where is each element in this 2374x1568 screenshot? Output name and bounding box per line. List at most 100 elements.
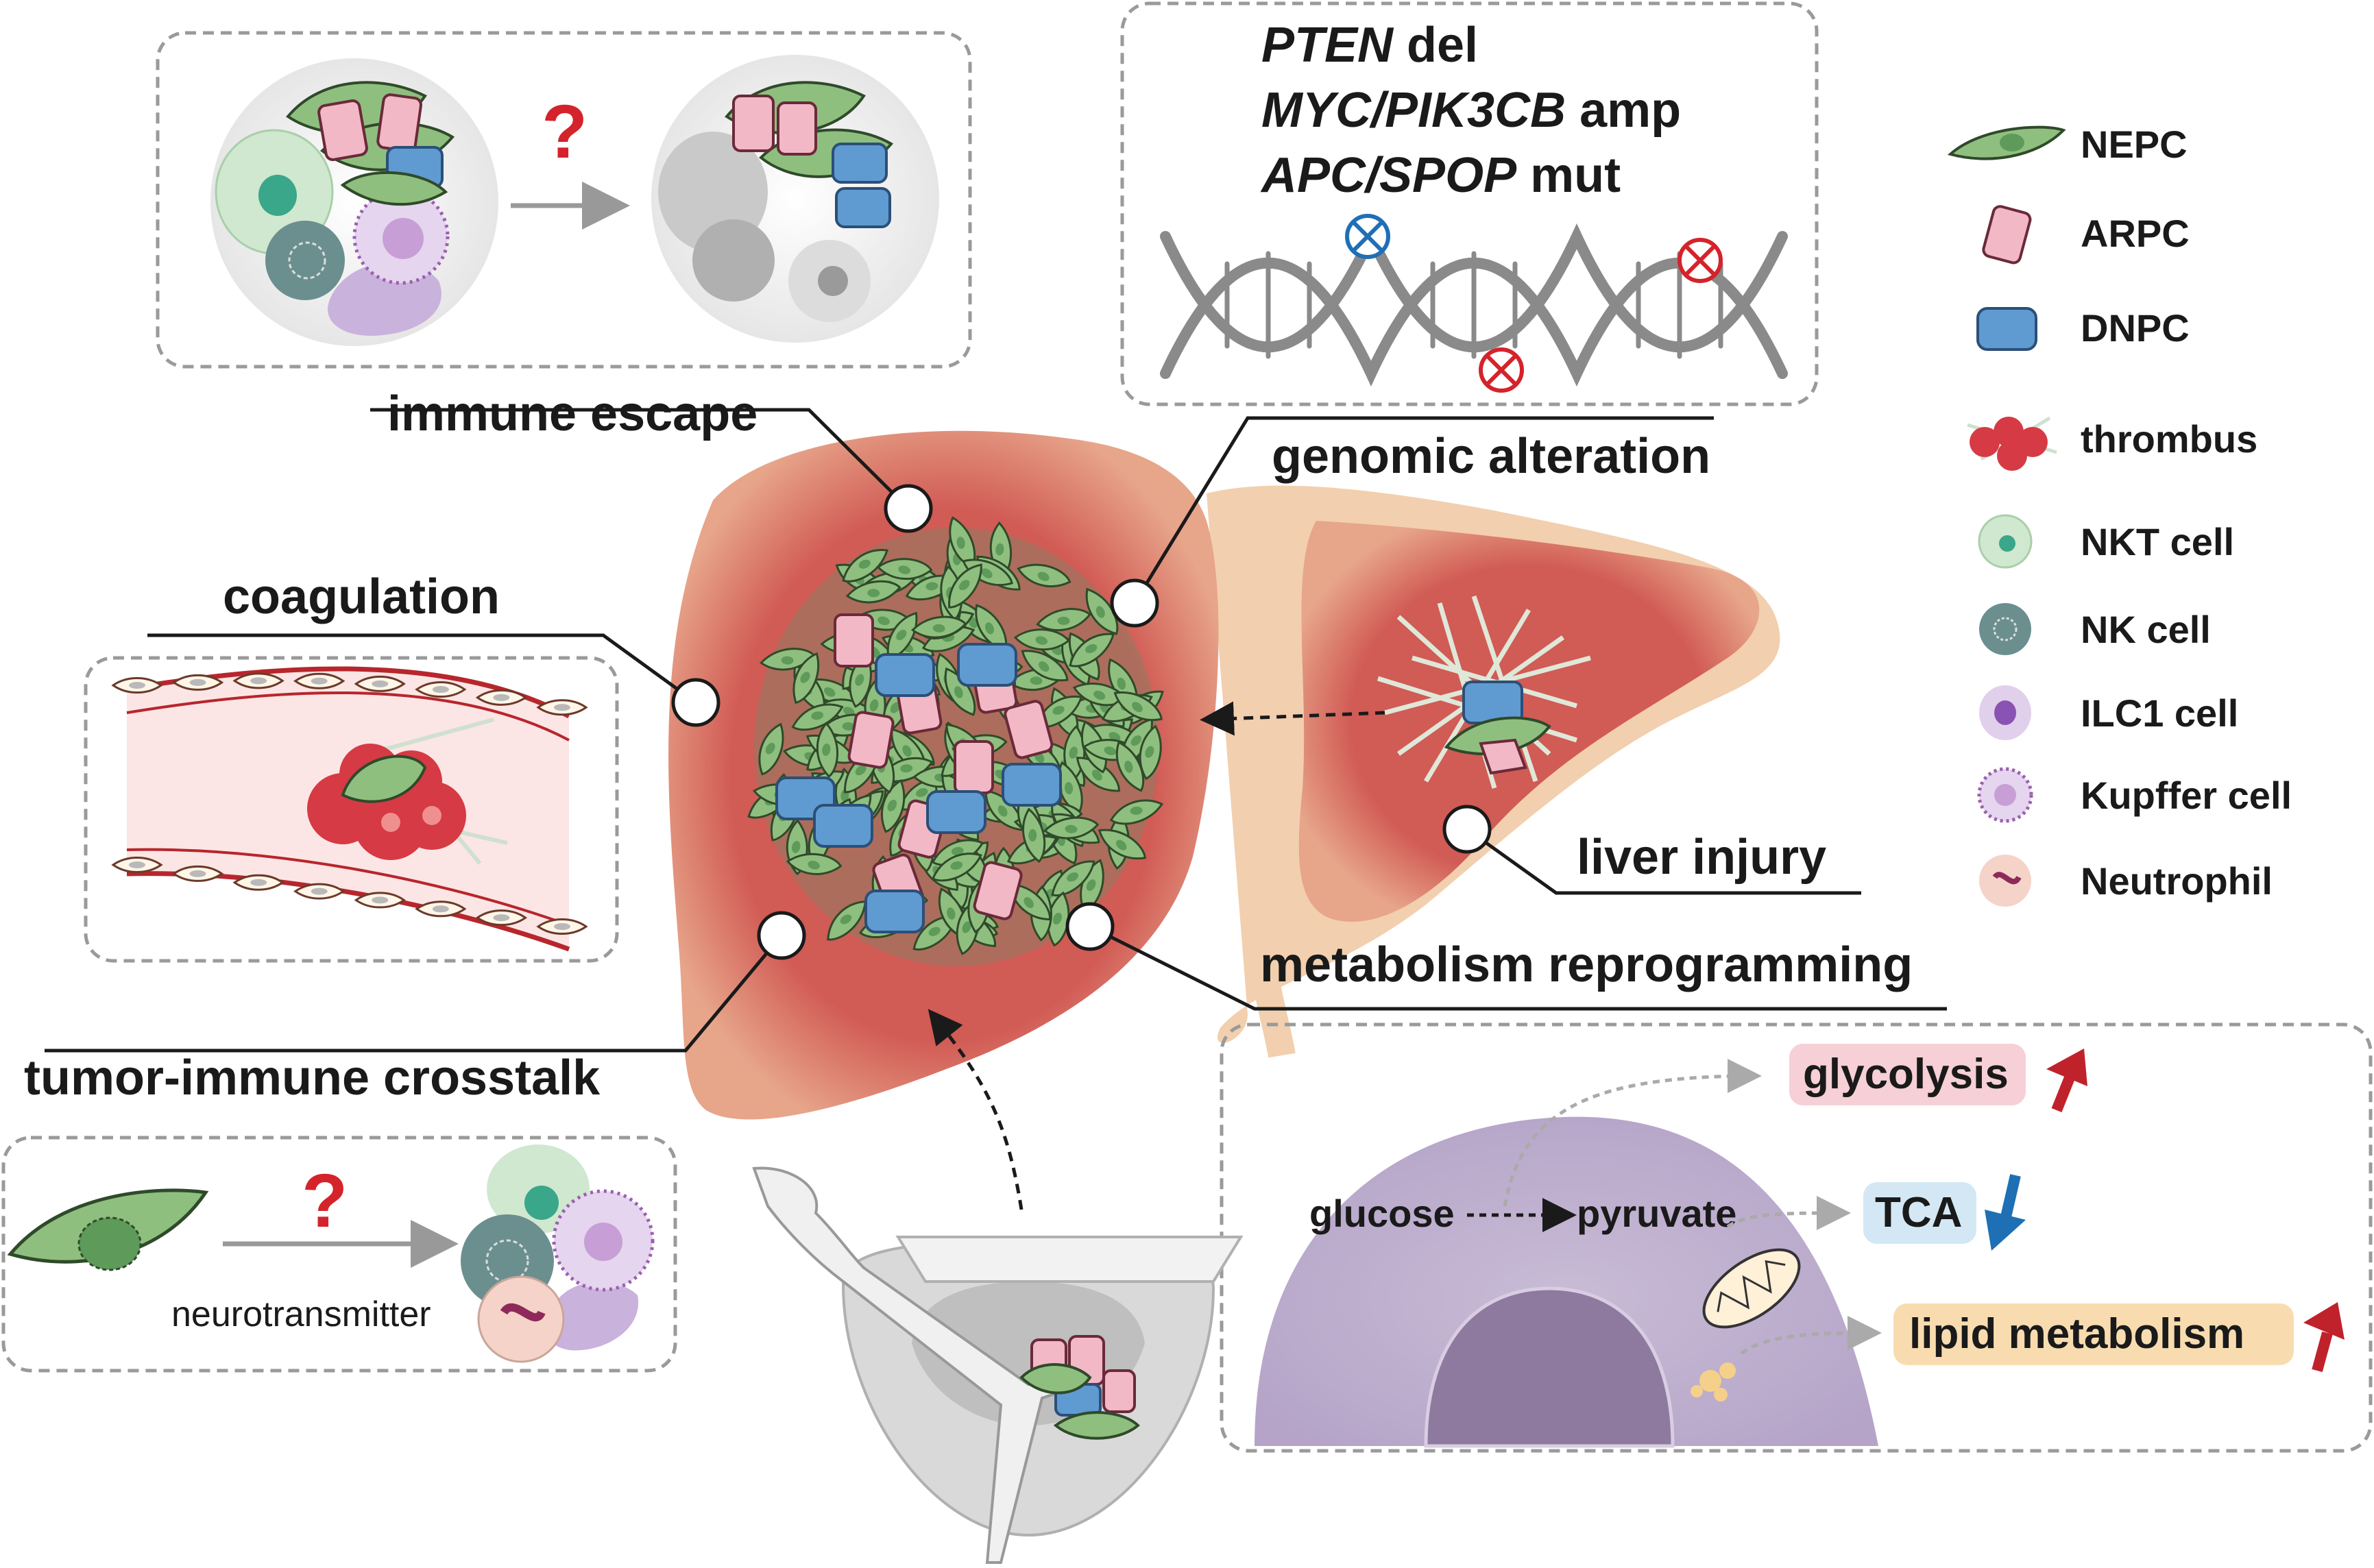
arpc-cell-icon xyxy=(1982,205,2032,265)
nepc-nucleus xyxy=(956,537,965,549)
cell-cytoplasm xyxy=(1255,1116,1878,1446)
dnpc-cell xyxy=(1002,763,1062,807)
prostate xyxy=(752,1009,1244,1564)
neutrophil-icon xyxy=(1979,855,2031,907)
dnpc-cell xyxy=(957,643,1017,687)
nepc-nucleus xyxy=(822,744,831,756)
nepc-nucleus xyxy=(811,711,824,720)
dnpc-cell xyxy=(875,653,935,697)
nepc-nucleus xyxy=(997,805,1008,817)
immune-escape-node xyxy=(884,484,933,533)
coagulation-label: coagulation xyxy=(223,569,500,624)
tumor-immune-crosstalk-label: tumor-immune crosstalk xyxy=(24,1051,601,1105)
glycolysis-box xyxy=(1789,1044,2026,1105)
dna-helix-icon xyxy=(1160,223,1788,387)
endothelial-nucleus xyxy=(129,861,145,868)
legend-label-kupffer: Kupffer cell xyxy=(2081,774,2292,817)
nepc-nucleus xyxy=(890,702,901,713)
nepc-nucleus xyxy=(900,764,913,773)
immune-escape-panel: ? xyxy=(156,31,972,369)
cell-nucleus xyxy=(1424,1286,1675,1448)
genomic-alteration-node xyxy=(1110,578,1159,628)
endothelium-top xyxy=(111,672,588,716)
mutation-mark-red-icon xyxy=(1479,347,1524,393)
nepc-nucleus xyxy=(855,674,864,686)
nepc-nucleus xyxy=(781,656,794,665)
nepc-nucleus xyxy=(1069,746,1078,759)
nepc-nucleus xyxy=(1093,690,1106,700)
genomic-line-2: MYC/PIK3CB amp xyxy=(1261,83,1681,138)
metastasis-arrow xyxy=(928,1009,1024,1210)
nepc-nucleus xyxy=(1145,746,1154,758)
immune-escape-label: immune escape xyxy=(387,387,758,441)
legend-label-thrombus: thrombus xyxy=(2081,417,2257,461)
callout-nodes xyxy=(671,484,1492,960)
nepc-nucleus xyxy=(867,589,880,598)
nepc-nucleus xyxy=(858,559,871,569)
thrombus-icon xyxy=(307,718,508,865)
nepc-nucleus xyxy=(1039,661,1050,672)
nepc-nucleus xyxy=(962,921,971,933)
nepc-nucleus xyxy=(1091,770,1102,781)
legend-label-neutrophil: Neutrophil xyxy=(2081,859,2273,903)
nepc-nucleus xyxy=(1024,897,1034,909)
endothelial-nucleus xyxy=(493,914,510,922)
nepc-nucleus xyxy=(843,707,855,716)
nepc-nucleus xyxy=(792,840,801,853)
endothelial-nucleus xyxy=(432,686,449,694)
legend-label-nk: NK cell xyxy=(2081,608,2211,651)
dnpc-cell xyxy=(813,804,873,848)
endothelial-nucleus xyxy=(189,678,206,686)
nk-cell-icon xyxy=(265,221,345,300)
legend-label-dnpc: DNPC xyxy=(2081,306,2190,350)
metabolism-node xyxy=(1065,902,1115,951)
nepc-nucleus xyxy=(1057,616,1070,625)
liver-injury-arrow xyxy=(1200,701,1385,736)
arpc-cell xyxy=(954,740,994,794)
nepc-nucleus xyxy=(842,722,855,731)
nepc-nucleus xyxy=(1065,824,1078,833)
metabolism-reprogramming-label: metabolism reprogramming xyxy=(1260,938,1913,992)
pyruvate-label: pyruvate xyxy=(1577,1192,1736,1235)
nepc-nucleus xyxy=(985,622,994,635)
genomic-line-3: APC/SPOP mut xyxy=(1260,148,1621,203)
arpc-cell xyxy=(1004,700,1054,759)
nepc-nucleus xyxy=(1028,829,1037,842)
endothelial-nucleus xyxy=(311,677,328,685)
endothelial-nucleus xyxy=(189,870,206,877)
endothelium-bottom xyxy=(111,857,588,935)
liver-injury-cells xyxy=(1444,681,1551,775)
arpc-cell xyxy=(847,711,895,769)
thrombus-icon xyxy=(1967,416,2057,471)
dnpc-cell-icon xyxy=(1976,307,2037,351)
glycolysis-up-arrow-icon xyxy=(2046,1049,2087,1112)
nepc-nucleus xyxy=(1095,606,1105,618)
tumor-mass xyxy=(747,516,1164,966)
endothelial-nucleus xyxy=(250,879,267,886)
tca-label: TCA xyxy=(1875,1189,1962,1236)
nepc-nucleus xyxy=(902,745,912,757)
nepc-nucleus xyxy=(1067,872,1079,882)
endothelial-nucleus xyxy=(250,677,267,685)
dnpc-cell xyxy=(926,790,986,834)
mutation-mark-red-icon xyxy=(1677,238,1723,283)
nepc-nucleus xyxy=(950,861,963,870)
nepc-nucleus xyxy=(800,672,810,683)
nepc-nucleus xyxy=(1053,912,1062,925)
nepc-nucleus xyxy=(898,565,911,574)
nepc-nucleus xyxy=(765,742,775,755)
nepc-nucleus xyxy=(1086,879,1096,891)
nepc-nucleus xyxy=(954,686,963,698)
metabolism-panel: glucose pyruvate glycolysis TCA lipid me… xyxy=(1220,1022,2373,1453)
endothelial-nucleus xyxy=(311,887,328,895)
tumor-immune-node xyxy=(757,911,806,960)
nepc-nucleus xyxy=(1035,636,1048,645)
nepc-nucleus xyxy=(1052,705,1065,715)
nepc-nucleus xyxy=(1115,840,1127,850)
nepc-nucleus xyxy=(855,765,867,776)
nepc-nucleus xyxy=(916,788,928,798)
nepc-cell-icon xyxy=(1947,125,2066,160)
lipid-box xyxy=(1893,1303,2294,1365)
endothelial-nucleus xyxy=(372,896,389,904)
nepc-nucleus xyxy=(887,799,897,811)
